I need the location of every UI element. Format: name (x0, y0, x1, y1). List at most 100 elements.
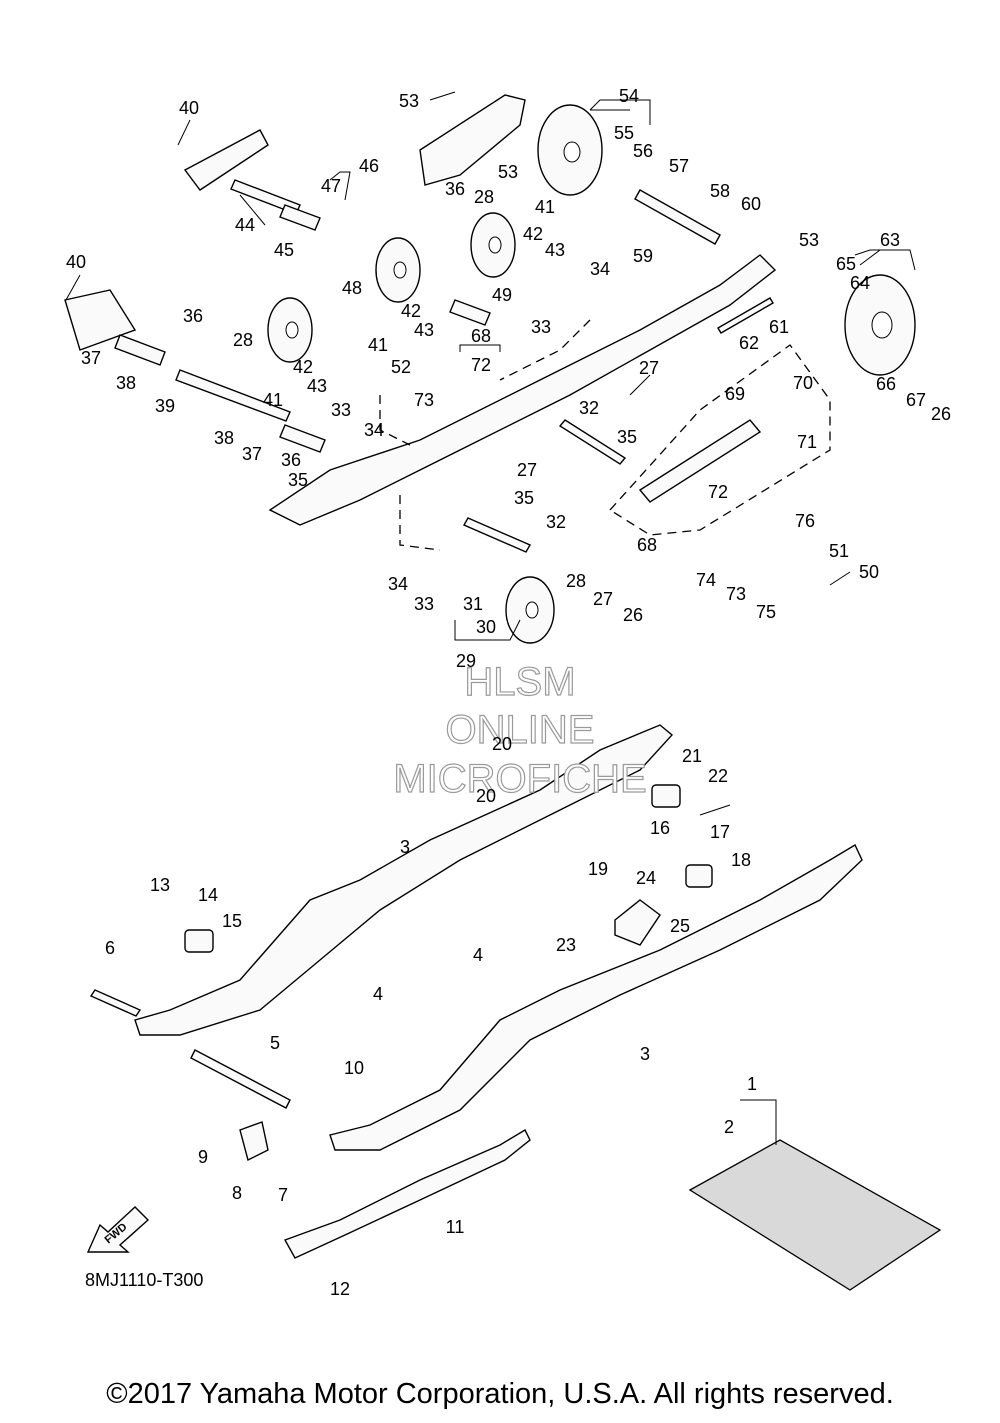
callout-22: 22 (708, 766, 728, 786)
callout-3a: 3 (400, 837, 410, 857)
drawing-code: 8MJ1110-T300 (85, 1270, 204, 1290)
callout-32a: 32 (579, 398, 599, 418)
callout-64: 64 (850, 273, 870, 293)
callout-28c: 28 (566, 571, 586, 591)
callout-18: 18 (731, 850, 751, 870)
axle-5 (190, 1049, 291, 1109)
callout-74: 74 (696, 570, 716, 590)
callout-37a: 37 (81, 348, 101, 368)
callout-73b: 73 (726, 584, 746, 604)
callout-16: 16 (650, 818, 670, 838)
callout-37b: 37 (242, 444, 262, 464)
slide-runner-11 (283, 1129, 531, 1259)
callout-43a: 43 (545, 240, 565, 260)
leader-lines (65, 91, 881, 816)
callout-72a: 72 (471, 355, 491, 375)
callout-33b: 33 (331, 400, 351, 420)
callout-1: 1 (747, 1074, 757, 1094)
callout-59: 59 (633, 246, 653, 266)
callout-43b: 43 (414, 320, 434, 340)
callout-53a: 53 (399, 91, 419, 111)
callout-33c: 33 (414, 594, 434, 614)
callout-48: 48 (342, 278, 362, 298)
callout-31: 31 (463, 594, 483, 614)
callout-20b: 20 (476, 786, 496, 806)
callout-62: 62 (739, 333, 759, 353)
group-brackets (329, 99, 916, 1145)
callout-53c: 53 (799, 230, 819, 250)
callout-34b: 34 (364, 420, 384, 440)
callout-35c: 35 (514, 488, 534, 508)
callout-12: 12 (330, 1279, 350, 1299)
callout-68a: 68 (471, 326, 491, 346)
callout-40b: 40 (66, 252, 86, 272)
copyright-notice: ©2017 Yamaha Motor Corporation, U.S.A. A… (106, 1378, 894, 1410)
callout-10: 10 (344, 1058, 364, 1078)
callout-75: 75 (756, 602, 776, 622)
collar-49 (449, 299, 491, 326)
callout-7: 7 (278, 1185, 288, 1205)
callout-34c: 34 (388, 574, 408, 594)
callout-39: 39 (155, 396, 175, 416)
fwd-arrow-icon: FWD (86, 1206, 150, 1253)
bolt-32-lower (463, 517, 531, 553)
callout-42b: 42 (401, 301, 421, 321)
callout-63: 63 (880, 230, 900, 250)
callout-23: 23 (556, 935, 576, 955)
block-21 (651, 784, 681, 808)
callouts: 1 2 3 3 4 4 5 6 7 8 9 10 11 12 13 14 15 … (66, 86, 951, 1299)
svg-text:HLSM: HLSM (464, 660, 575, 704)
callout-15: 15 (222, 911, 242, 931)
callout-34a: 34 (590, 259, 610, 279)
callout-17: 17 (710, 822, 730, 842)
callout-46: 46 (359, 156, 379, 176)
callout-40a: 40 (179, 98, 199, 118)
callout-60: 60 (741, 194, 761, 214)
callout-27a: 27 (639, 358, 659, 378)
arm-69 (638, 419, 762, 503)
leader-dash-34-upper (379, 395, 411, 446)
shaft-57 (634, 189, 721, 245)
callout-41a: 41 (535, 197, 555, 217)
callout-43c: 43 (307, 376, 327, 396)
callout-29: 29 (456, 651, 476, 671)
callout-69: 69 (725, 384, 745, 404)
callout-24: 24 (636, 868, 656, 888)
callout-72b: 72 (708, 482, 728, 502)
callout-11: 11 (446, 1217, 465, 1237)
callout-47: 47 (321, 176, 341, 196)
callout-36c: 36 (281, 450, 301, 470)
callout-25: 25 (670, 916, 690, 936)
callout-71: 71 (797, 432, 817, 452)
callout-36a: 36 (445, 179, 465, 199)
callout-38b: 38 (214, 428, 234, 448)
callout-6: 6 (105, 938, 115, 958)
shaft-39 (175, 369, 291, 422)
callout-54: 54 (619, 86, 639, 106)
wheel-41-mid (375, 237, 421, 303)
callout-50: 50 (859, 562, 879, 582)
callout-30: 30 (476, 617, 496, 637)
callout-41b: 41 (368, 335, 388, 355)
wheel-63 (844, 274, 916, 376)
callout-52: 52 (391, 357, 411, 377)
callout-57: 57 (669, 156, 689, 176)
callout-44: 44 (235, 215, 255, 235)
callout-70: 70 (793, 373, 813, 393)
callout-19: 19 (588, 859, 608, 879)
callout-4a: 4 (373, 984, 383, 1004)
callout-33a: 33 (531, 317, 551, 337)
callout-53b: 53 (498, 162, 518, 182)
callout-8: 8 (232, 1183, 242, 1203)
collar-37b (279, 424, 326, 453)
callout-61: 61 (769, 317, 789, 337)
callout-51: 51 (829, 541, 849, 561)
callout-36b: 36 (183, 306, 203, 326)
callout-28b: 28 (233, 330, 253, 350)
bolt-32-upper (558, 419, 627, 465)
wheel-41-right (470, 212, 516, 278)
callout-41c: 41 (263, 390, 283, 410)
assembly-68-outline (608, 344, 831, 536)
track-1 (688, 1139, 942, 1291)
